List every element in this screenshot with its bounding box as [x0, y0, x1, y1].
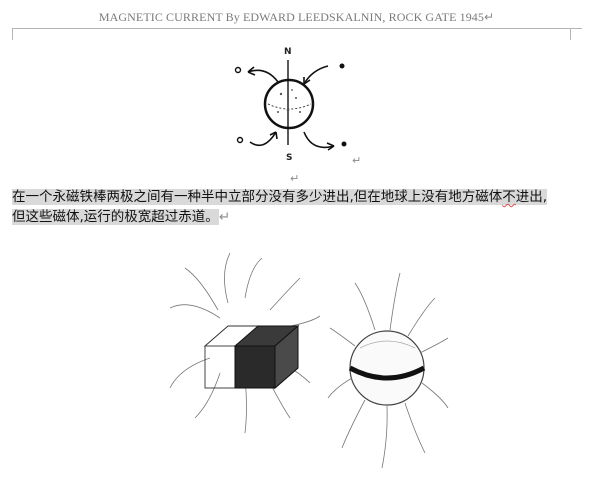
magnet-and-globe-figure: [169, 252, 449, 469]
paragraph-mark: ↵: [484, 10, 495, 24]
line1-text-before: 在一个永磁铁棒两极之间有一种半中立部分没有多少进出,但在地球上没有地方磁体: [12, 189, 503, 205]
bar-magnet: [203, 324, 300, 390]
spellcheck-word: 不: [502, 189, 516, 205]
equator: [267, 103, 312, 110]
south-label: S: [286, 153, 292, 163]
north-label: N: [284, 47, 292, 57]
arrow-in-bottom-left: [249, 131, 277, 147]
globe-sphere: [348, 330, 426, 406]
arrow-in-top-right: [303, 65, 329, 85]
margin-corner-left: [0, 28, 13, 40]
arrow-out-bottom-right: [303, 131, 335, 149]
body-paragraph: 在一个永磁铁棒两极之间有一种半中立部分没有多少进出,但在地球上没有地方磁体不进出…: [12, 187, 584, 227]
header-rule: [12, 28, 582, 29]
sphere-field-lines: [327, 272, 449, 469]
open-dot-top-left: [234, 66, 242, 74]
sphere-texture: [277, 89, 301, 113]
open-dot-bottom-left: [236, 136, 244, 144]
paragraph-mark-text: ↵: [218, 209, 231, 225]
paragraph-mark-fig1: ↵: [352, 154, 362, 167]
page-header: MAGNETIC CURRENT By EDWARD LEEDSKALNIN, …: [0, 10, 593, 25]
paragraph-line-1: 在一个永磁铁棒两极之间有一种半中立部分没有多少进出,但在地球上没有地方磁体不进出…: [12, 187, 584, 207]
paragraph-mark-blank: ↵: [290, 172, 300, 185]
paragraph-line-2: 但这些磁体,运行的极宽超过赤道。↵: [12, 207, 584, 227]
header-title: MAGNETIC CURRENT By EDWARD LEEDSKALNIN, …: [98, 10, 484, 24]
sphere: [263, 78, 315, 130]
filled-dot-top-right: [339, 63, 345, 69]
filled-dot-bottom-right: [341, 141, 347, 147]
line2-text: 但这些磁体,运行的极宽超过赤道。: [12, 209, 219, 225]
arrow-out-top-left: [247, 69, 279, 83]
line1-text-after: 进出,: [515, 189, 548, 205]
margin-corner-right: [570, 28, 583, 40]
sphere-diagram-figure: N S: [234, 47, 347, 163]
